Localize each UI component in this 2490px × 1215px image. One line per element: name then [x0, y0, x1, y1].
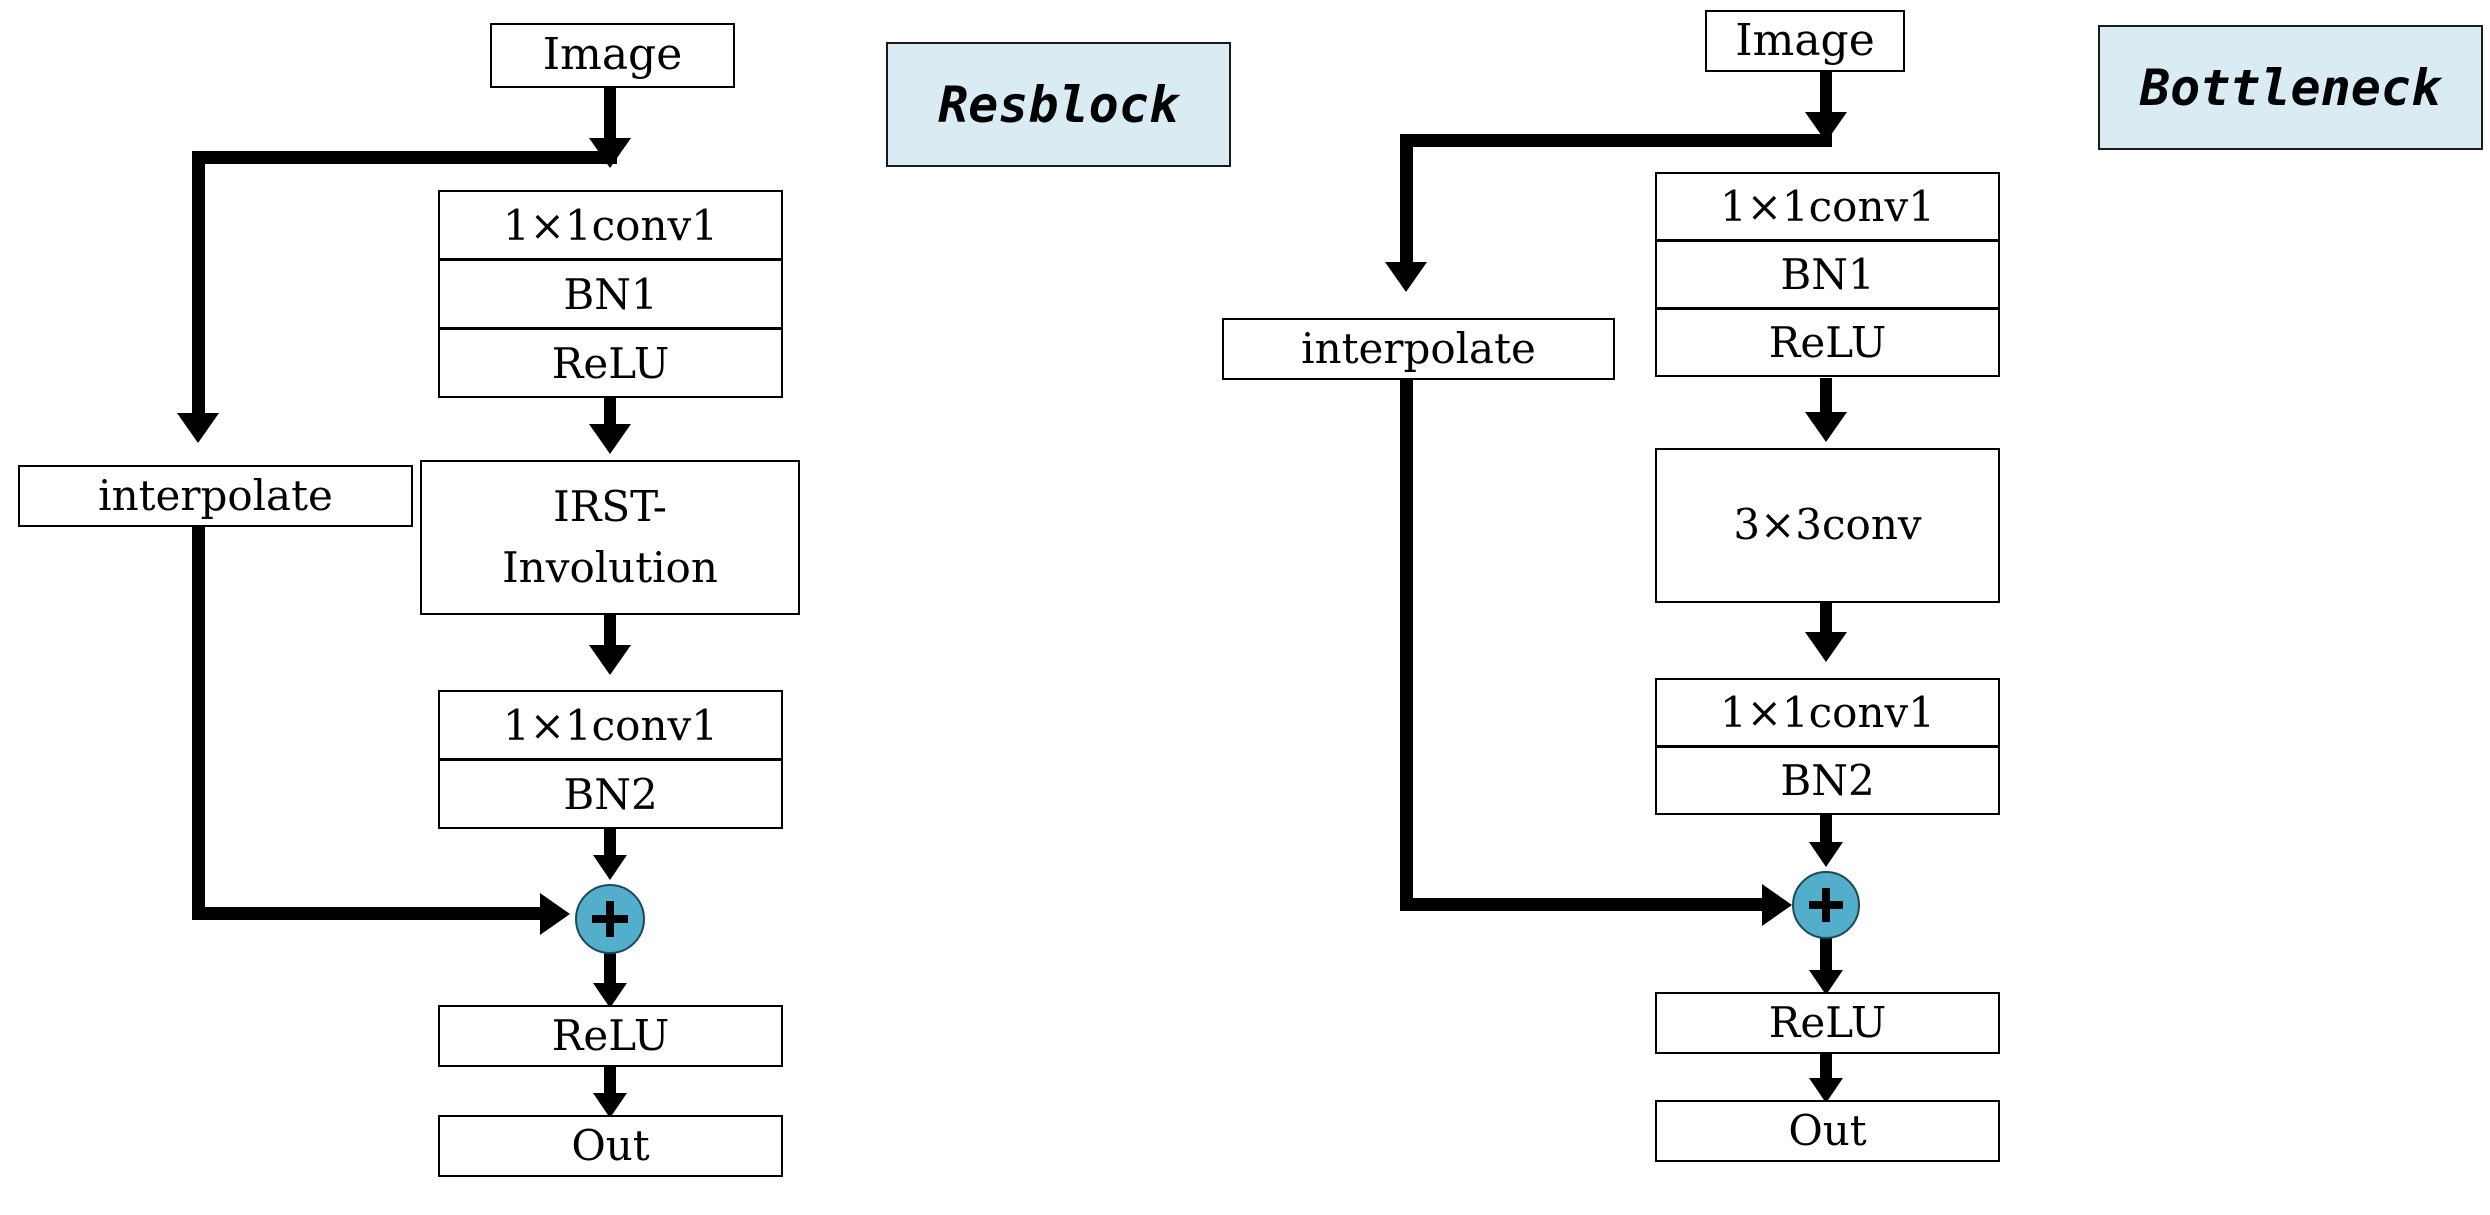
right-core-box: 3×3conv — [1655, 448, 2000, 603]
right-conv1-row: 1×1conv1 — [1655, 172, 2000, 241]
left-skip-into-sum-line — [192, 907, 552, 920]
right-bn2-to-sum-line — [1820, 815, 1832, 845]
left-bn2-to-sum-arrow — [593, 855, 627, 880]
right-skip-horizontal-line — [1400, 134, 1832, 147]
right-top-stack: 1×1conv1 BN1 ReLU — [1655, 172, 2000, 377]
left-relu-to-out-line — [604, 1067, 616, 1100]
left-interpolate-label: interpolate — [98, 470, 333, 520]
right-bottom-stack: 1×1conv1 BN2 — [1655, 678, 2000, 815]
left-relu-to-core-line — [604, 397, 616, 429]
right-skip-vertical-line — [1400, 134, 1413, 269]
left-bn2-to-sum-line — [604, 828, 616, 861]
right-image-down-arrow — [1805, 112, 1847, 142]
left-image-down-line — [604, 88, 616, 143]
left-sum-to-relu-arrow — [593, 983, 627, 1008]
left-relu-to-out-arrow — [593, 1093, 627, 1118]
left-relu1-row: ReLU — [438, 328, 783, 398]
right-core-to-conv-line — [1820, 603, 1832, 636]
left-out-box: Out — [438, 1115, 783, 1177]
left-bn1-label: BN1 — [563, 269, 658, 319]
left-relu-out-box: ReLU — [438, 1005, 783, 1067]
left-core-label-line2: Involution — [502, 542, 718, 592]
left-skip-long-vertical-line — [192, 527, 205, 920]
right-image-label: Image — [1735, 14, 1875, 66]
left-sum-plus-vertical — [606, 901, 614, 937]
resblock-label-text: Resblock — [938, 75, 1179, 134]
left-relu-to-core-arrow — [589, 424, 631, 454]
left-bn2-row: BN2 — [438, 759, 783, 829]
right-relu-out-box: ReLU — [1655, 992, 2000, 1054]
right-sum-node — [1792, 871, 1860, 939]
left-bn2-label: BN2 — [563, 769, 658, 819]
right-bn1-label: BN1 — [1780, 250, 1875, 299]
right-conv2-row: 1×1conv1 — [1655, 678, 2000, 747]
left-skip-vertical-line — [192, 151, 205, 421]
left-skip-horizontal-line — [192, 151, 617, 164]
left-bottom-stack: 1×1conv1 BN2 — [438, 690, 783, 829]
left-conv1-label: 1×1conv1 — [503, 200, 718, 250]
right-bn2-row: BN2 — [1655, 746, 2000, 815]
left-conv1-row: 1×1conv1 — [438, 190, 783, 260]
right-conv2-label: 1×1conv1 — [1720, 688, 1935, 737]
left-core-to-conv-line — [604, 615, 616, 650]
left-out-label: Out — [571, 1120, 650, 1170]
left-sum-to-relu-line — [604, 952, 616, 990]
right-bn1-row: BN1 — [1655, 240, 2000, 309]
left-skip-right-arrow — [540, 893, 570, 935]
right-relu-out-label: ReLU — [1768, 997, 1887, 1047]
right-relu-to-out-arrow — [1809, 1078, 1843, 1103]
right-core-label: 3×3conv — [1733, 500, 1922, 550]
right-conv1-label: 1×1conv1 — [1720, 182, 1935, 231]
left-image-box: Image — [490, 23, 735, 88]
left-sum-node — [575, 884, 645, 954]
right-image-down-line — [1820, 72, 1832, 117]
left-image-down-arrow — [589, 138, 631, 168]
right-interpolate-label: interpolate — [1301, 323, 1536, 373]
right-sum-to-relu-line — [1820, 937, 1832, 975]
right-sum-plus-vertical — [1822, 888, 1830, 922]
right-skip-long-vertical-line — [1400, 380, 1413, 911]
left-skip-down-arrow — [177, 413, 219, 443]
right-skip-down-arrow — [1385, 262, 1427, 292]
right-out-box: Out — [1655, 1100, 2000, 1162]
right-bn2-label: BN2 — [1780, 756, 1875, 805]
right-relu1-label: ReLU — [1768, 318, 1887, 367]
right-relu-to-core-line — [1820, 378, 1832, 416]
right-out-label: Out — [1788, 1105, 1867, 1155]
right-relu-to-out-line — [1820, 1054, 1832, 1084]
right-interpolate-box: interpolate — [1222, 318, 1615, 380]
left-interpolate-box: interpolate — [18, 465, 413, 527]
left-conv2-row: 1×1conv1 — [438, 690, 783, 760]
bottleneck-label-text: Bottleneck — [2139, 58, 2442, 117]
bottleneck-label-chip: Bottleneck — [2098, 25, 2483, 150]
left-top-stack: 1×1conv1 BN1 ReLU — [438, 190, 783, 398]
left-conv2-label: 1×1conv1 — [503, 700, 718, 750]
left-bn1-row: BN1 — [438, 259, 783, 329]
right-relu1-row: ReLU — [1655, 308, 2000, 377]
right-sum-to-relu-arrow — [1809, 970, 1843, 995]
right-skip-right-arrow — [1762, 884, 1792, 926]
left-core-box: IRST- Involution — [420, 460, 800, 615]
left-core-label-line1: IRST- — [553, 481, 667, 531]
right-skip-into-sum-line — [1400, 898, 1775, 911]
right-image-box: Image — [1705, 10, 1905, 72]
right-relu-to-core-arrow — [1805, 412, 1847, 442]
left-relu-out-label: ReLU — [551, 1010, 670, 1060]
left-core-to-conv-arrow — [589, 645, 631, 675]
right-bn2-to-sum-arrow — [1809, 842, 1843, 867]
resblock-label-chip: Resblock — [886, 42, 1231, 167]
left-image-label: Image — [542, 29, 683, 81]
right-core-to-conv-arrow — [1805, 632, 1847, 662]
left-relu1-label: ReLU — [551, 338, 670, 388]
